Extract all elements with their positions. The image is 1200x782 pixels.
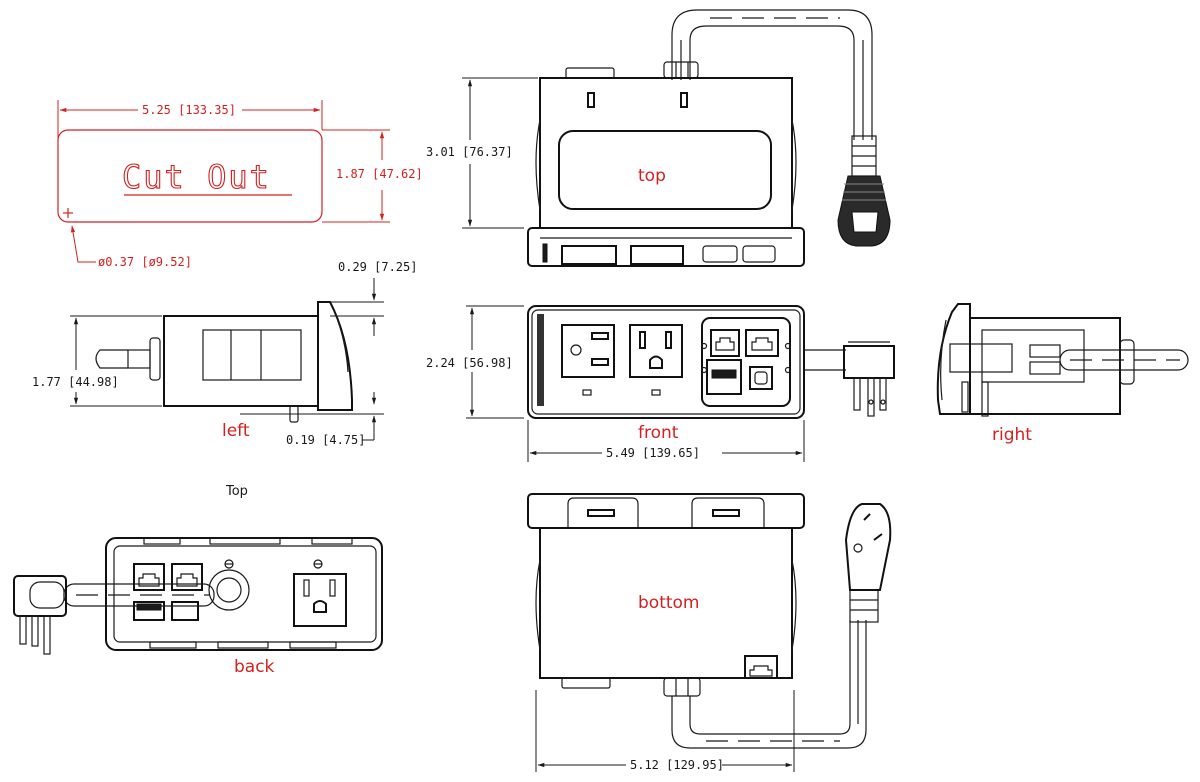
outlet-icon — [629, 324, 683, 378]
back-view-label: back — [234, 657, 275, 677]
ethernet-port-icon — [745, 329, 779, 357]
front-view-height-dimension: 2.24 [56.98] — [426, 356, 513, 370]
ethernet-port-icon — [744, 655, 778, 679]
right-view: right — [936, 303, 1189, 445]
outlet-icon — [293, 573, 347, 627]
front-view-label: front — [638, 423, 679, 443]
right-view-label: right — [992, 425, 1032, 445]
plug-icon — [837, 135, 891, 247]
cutout-height-dimension: 1.87 [47.62] — [336, 167, 423, 181]
cutout-label: Cut Out — [122, 158, 271, 196]
front-view-width-dimension: 5.49 [139.65] — [606, 446, 700, 460]
usb-b-port-icon — [749, 366, 773, 390]
rating-text — [537, 314, 544, 406]
cutout-width-dimension: 5.25 [133.35] — [142, 103, 236, 117]
plug-icon — [844, 503, 892, 623]
cutout-view: 5.25 [133.35] 1.87 [47.62] Cut Out ø0.37… — [57, 100, 423, 269]
top-view-height-dimension: 3.01 [76.37] — [426, 145, 513, 159]
outlet-icon — [561, 324, 615, 378]
left-view: 1.77 [44.98] 0.29 [7.25] 0.19 [4.75] lef… — [32, 260, 417, 447]
top-view-label: top — [638, 166, 666, 186]
back-view-caption: Top — [225, 484, 248, 499]
left-view-label: left — [222, 421, 250, 441]
back-view: Top back — [13, 484, 383, 677]
bottom-view-width-dimension: 5.12 [129.95] — [630, 758, 724, 772]
left-flange-bottom-dimension: 0.19 [4.75] — [286, 433, 365, 447]
left-flange-top-dimension: 0.29 [7.25] — [338, 260, 417, 274]
bottom-view-label: bottom — [638, 593, 699, 613]
front-view: 2.24 [56.98] front 5.49 [139.65] — [426, 305, 895, 462]
usb-a-port-icon — [706, 359, 742, 395]
plug-icon — [843, 341, 895, 417]
left-view-height-dimension: 1.77 [44.98] — [32, 375, 119, 389]
cutout-radius-dimension: ø0.37 [ø9.52] — [98, 255, 192, 269]
ethernet-port-icon — [133, 563, 165, 591]
top-view: top 3.01 [76.37] — [426, 9, 891, 267]
ethernet-port-icon — [171, 563, 203, 591]
bottom-view: bottom 5.12 [129.95] — [527, 493, 892, 772]
ethernet-port-icon — [710, 329, 740, 357]
